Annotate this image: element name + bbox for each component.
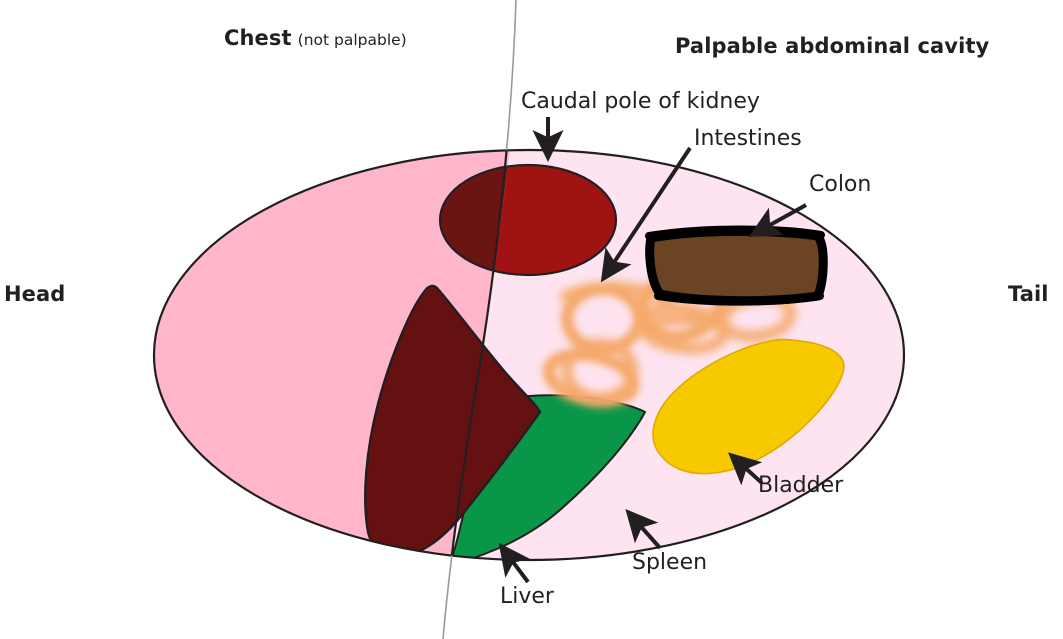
bladder-label: Bladder [758,473,844,498]
chest-heading-text: Chest [224,26,292,50]
arrow-intestines [600,146,692,283]
colon-label: Colon [809,172,872,197]
divider-inside-body [441,150,518,560]
kidney-shape [438,163,618,277]
head-orientation-label: Head [4,282,66,306]
arrow-spleen [625,509,662,550]
abdomen-heading: Palpable abdominal cavity [675,34,990,58]
chest-heading: Chest (not palpable) [224,28,407,49]
arrow-liver [498,542,531,584]
chest-heading-note: (not palpable) [297,31,407,49]
spleen-label: Spleen [632,550,708,575]
bladder-shape [652,338,845,475]
liver-label: Liver [500,584,554,609]
annotation-arrows [498,117,807,584]
arrow-colon [748,203,807,237]
tail-orientation-label: Tail [1008,282,1049,306]
kidney-label: Caudal pole of kidney [521,89,760,114]
colon-shape [645,225,828,306]
intestines-label: Intestines [694,126,802,151]
arrow-bladder [728,452,764,486]
